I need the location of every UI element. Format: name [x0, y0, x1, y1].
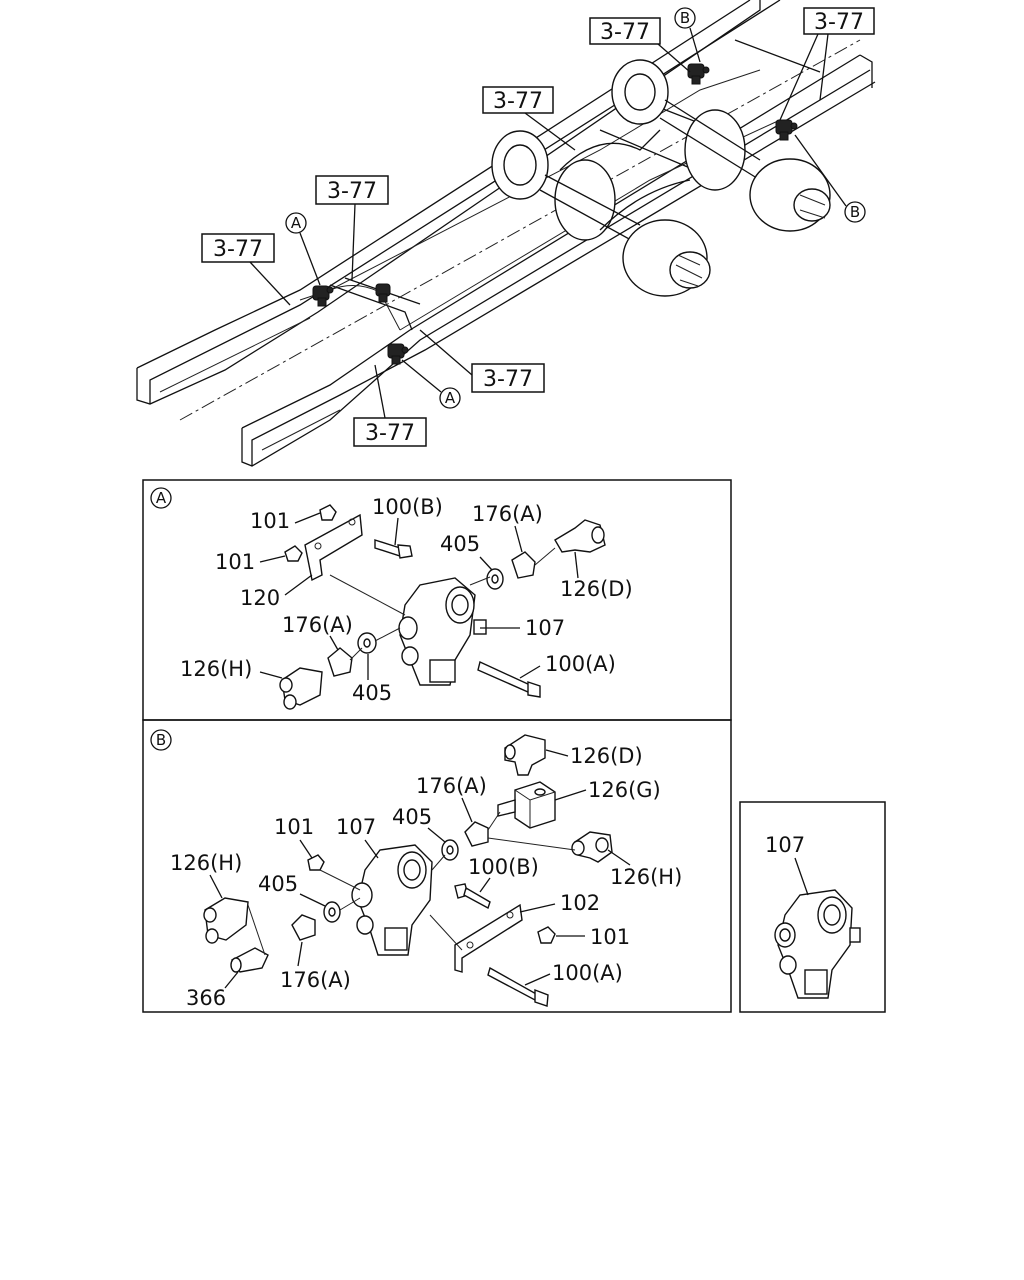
valve-location-a-left — [312, 285, 334, 307]
ref-label: 3-77 — [327, 179, 377, 204]
callout-b-right: B — [794, 134, 866, 223]
bolt-100b-b — [454, 883, 491, 910]
label-176a: 176(A) — [280, 968, 351, 992]
rear-axle-rear — [611, 59, 831, 232]
nut-101-top — [319, 504, 337, 521]
connector-366 — [230, 947, 269, 973]
nut-101-mid — [284, 545, 303, 562]
nut-101-b-right — [537, 926, 556, 944]
elbow-126d — [554, 519, 606, 553]
washer-405-top — [486, 568, 504, 590]
panel-a-marker: A — [156, 489, 167, 507]
ref-box-1: 3-77 — [589, 17, 691, 73]
panel-b-marker: B — [156, 731, 166, 749]
callout-b-label: B — [850, 203, 860, 221]
bracket-102 — [454, 903, 523, 973]
ref-label: 3-77 — [213, 237, 263, 262]
label-100a: 100(A) — [552, 961, 623, 985]
ref-box-7: 3-77 — [353, 364, 427, 447]
valve-location-a-right — [387, 343, 409, 365]
rear-axle-front — [491, 130, 711, 297]
ref-label: 3-77 — [493, 89, 543, 114]
label-126g: 126(G) — [588, 778, 661, 802]
callout-a-right: A — [401, 359, 461, 409]
tee-126h — [279, 667, 323, 710]
block-126g — [497, 781, 556, 829]
callout-a-label: A — [445, 389, 456, 407]
ref-label: 3-77 — [365, 421, 415, 446]
label-100a: 100(A) — [545, 652, 616, 676]
valve-location-b-right — [775, 119, 798, 141]
relay-valve-107-c — [774, 889, 861, 999]
label-176a: 176(A) — [472, 502, 543, 526]
label-107: 107 — [525, 616, 565, 640]
callout-a-label: A — [291, 214, 302, 232]
fitting-176a-left — [327, 647, 353, 677]
label-405: 405 — [440, 532, 480, 556]
relay-valve-107-a — [398, 577, 487, 686]
label-100b: 100(B) — [372, 495, 443, 519]
label-126d: 126(D) — [570, 744, 643, 768]
label-126h: 126(H) — [180, 657, 252, 681]
detail-panel-a: A — [142, 479, 732, 721]
fitting-176a-b-bot — [291, 914, 316, 941]
label-405: 405 — [258, 872, 298, 896]
label-101: 101 — [215, 550, 255, 574]
detail-panel-107: 107 — [739, 801, 886, 1013]
fitting-176a-top — [511, 551, 536, 579]
detail-panel-b: B — [142, 719, 732, 1013]
label-366: 366 — [186, 986, 226, 1010]
label-107: 107 — [336, 815, 376, 839]
label-101: 101 — [250, 509, 290, 533]
label-176a: 176(A) — [282, 613, 353, 637]
ref-box-5: 3-77 — [201, 233, 291, 306]
label-405: 405 — [392, 805, 432, 829]
callout-b-label: B — [680, 9, 690, 27]
bolt-100b — [374, 539, 413, 559]
washer-405-b-top — [441, 839, 459, 861]
callout-a-left: A — [285, 212, 321, 286]
label-107: 107 — [765, 833, 805, 857]
elbow-126d-b — [504, 734, 546, 776]
ref-label: 3-77 — [600, 20, 650, 45]
label-126d: 126(D) — [560, 577, 633, 601]
ref-label: 3-77 — [483, 367, 533, 392]
fitting-176a-b-top — [464, 821, 489, 847]
relay-valve-107-b — [351, 844, 433, 956]
valve-location-mid — [375, 283, 391, 303]
label-126h: 126(H) — [170, 851, 242, 875]
ref-box-6: 3-77 — [419, 329, 545, 393]
label-102: 102 — [560, 891, 600, 915]
tee-126h-right — [571, 831, 613, 863]
ref-box-4: 3-77 — [315, 175, 389, 281]
bolt-100a — [477, 661, 541, 698]
ref-box-2: 3-77 — [779, 7, 875, 121]
nut-101-b-top — [307, 854, 325, 871]
ref-box-3: 3-77 — [482, 86, 576, 151]
bracket-120 — [304, 513, 363, 582]
label-101: 101 — [590, 925, 630, 949]
label-101: 101 — [274, 815, 314, 839]
chassis-overview: 3-77 3-77 3-77 3-77 3-77 3-77 — [136, 0, 876, 467]
label-126h: 126(H) — [610, 865, 682, 889]
valve-location-b-top — [687, 63, 710, 85]
washer-405-bot — [357, 632, 377, 654]
left-frame-rail — [136, 0, 781, 405]
right-frame-rail — [241, 54, 876, 467]
label-120: 120 — [240, 586, 280, 610]
washer-405-b-left — [323, 901, 341, 923]
ref-label: 3-77 — [814, 10, 864, 35]
label-100b: 100(B) — [468, 855, 539, 879]
label-176a: 176(A) — [416, 774, 487, 798]
tee-126h-left — [203, 897, 249, 944]
bolt-100a-b — [487, 966, 549, 1007]
label-405: 405 — [352, 681, 392, 705]
callout-b-top: B — [674, 7, 701, 63]
